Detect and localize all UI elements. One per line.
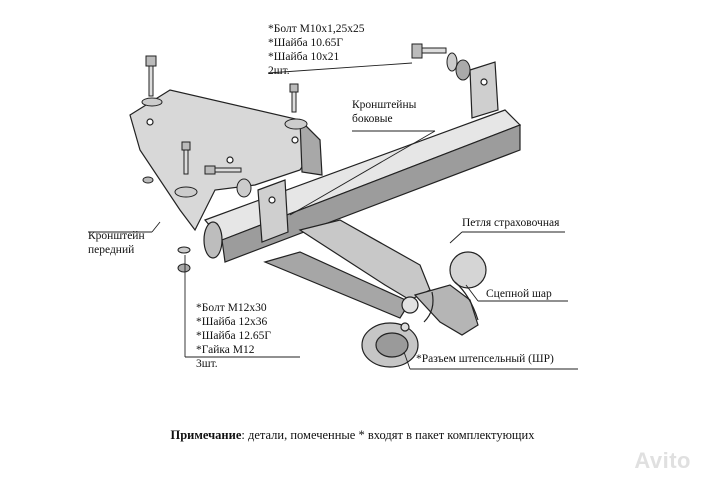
label-line: *Шайба 10х21 [268,51,340,63]
label-line: 3шт. [196,358,218,370]
label-front-bracket: Кронштейн передний [88,229,145,257]
footnote-text: : детали, помеченные * входят в пакет ко… [241,428,535,442]
label-safety-loop: Петля страховочная [462,217,560,229]
front-bolts [141,55,308,273]
label-line: передний [88,244,135,256]
label-bottom-bolts: *Болт М12х30 *Шайба 12х36 *Шайба 12.65Г … [196,301,271,371]
label-line: 2шт. [268,65,290,77]
label-line: *Болт М12х30 [196,302,267,314]
label-socket: *Разъем штепсельный (ШР) [416,353,554,365]
label-top-bolts: *Болт М10х1,25х25 *Шайба 10.65Г *Шайба 1… [268,22,364,78]
label-line: Кронштейн [88,230,145,242]
label-line: *Болт М10х1,25х25 [268,23,365,35]
footnote: Примечание: детали, помеченные * входят … [0,428,705,443]
leader-lines [88,62,578,370]
side-brackets [257,61,499,243]
label-line: боковые [352,113,393,125]
label-side-brackets: Кронштейны боковые [352,98,416,126]
label-line: *Шайба 12х36 [196,316,268,328]
footnote-label: Примечание [170,428,242,442]
label-line: *Шайба 12.65Г [196,330,271,342]
label-tow-ball: Сцепной шар [486,288,552,300]
top-bolts [411,43,471,81]
label-line: Кронштейны [352,99,417,111]
label-line: *Шайба 10.65Г [268,37,343,49]
socket-plate [361,296,419,368]
watermark-logo: Avito [634,448,691,473]
label-line: *Гайка М12 [196,344,255,356]
tow-ball-assembly [413,251,487,336]
